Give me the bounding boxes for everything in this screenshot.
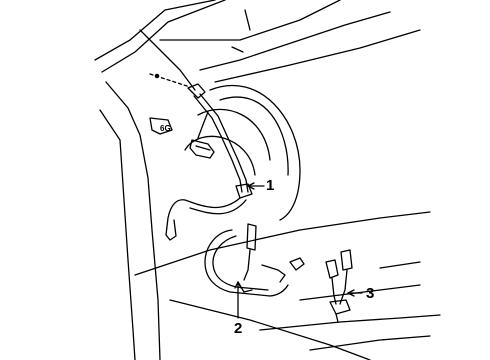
panel-stamp: 6G <box>160 124 171 133</box>
callout-1: 1 <box>266 177 275 194</box>
callout-leaders <box>234 182 363 319</box>
seat-buckle-part-3 <box>325 249 353 323</box>
belt-guide-part-1 <box>165 183 253 241</box>
callout-3: 3 <box>366 285 375 302</box>
shoulder-belt-webbing <box>193 93 249 193</box>
buckle-lap-belt-part-2 <box>204 223 305 297</box>
upper-d-ring-anchor <box>149 73 206 99</box>
callout-2: 2 <box>234 320 243 337</box>
floor-sill <box>134 211 441 360</box>
body-pillar-panel <box>94 0 421 360</box>
pillar-retractor <box>149 117 215 159</box>
